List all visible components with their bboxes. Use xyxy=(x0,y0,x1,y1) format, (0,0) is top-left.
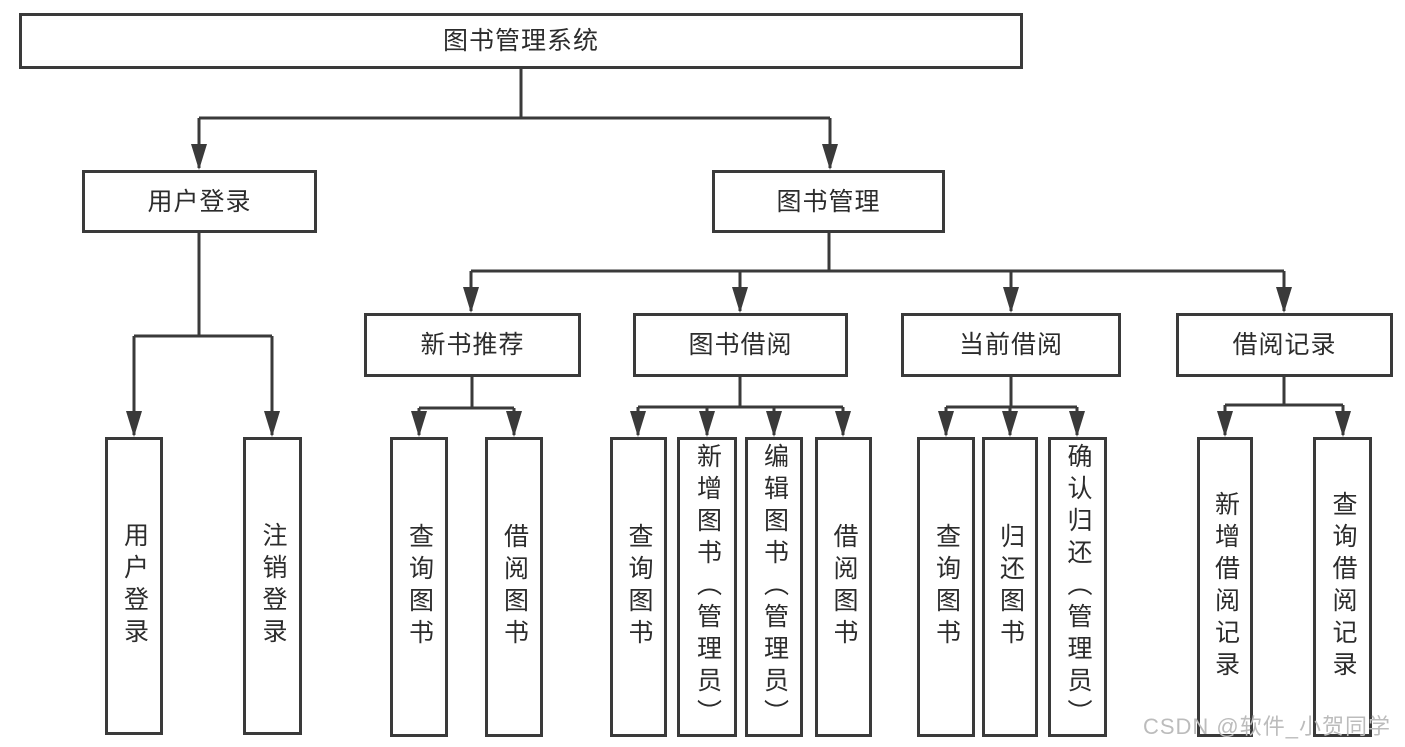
node-cb-return-book-label: 归还图书 xyxy=(996,523,1025,651)
node-book-borrow: 图书借阅 xyxy=(633,313,848,377)
node-bb-add-book-label: 新增图书（管理员） xyxy=(693,443,722,731)
node-br-add-record: 新增借阅记录 xyxy=(1197,437,1253,737)
watermark: CSDN @软件_小贺同学 xyxy=(1142,714,1391,739)
node-rec-query-book-label: 查询图书 xyxy=(405,523,434,651)
node-book-mgmt: 图书管理 xyxy=(712,170,945,233)
node-leaf-logout-label: 注销登录 xyxy=(259,522,287,650)
arrowheads-level2 xyxy=(191,144,838,170)
connector-root-to-level2 xyxy=(197,69,832,168)
node-bb-borrow-book: 借阅图书 xyxy=(815,437,872,737)
node-bb-edit-book: 编辑图书（管理员） xyxy=(745,437,803,737)
connector-book-mgmt-to-level3 xyxy=(469,233,1286,311)
node-br-add-record-label: 新增借阅记录 xyxy=(1211,491,1240,683)
connector-borrow-record-children xyxy=(1223,377,1345,435)
connector-new-book-children xyxy=(417,377,516,435)
node-bb-query-book: 查询图书 xyxy=(610,437,667,737)
node-rec-query-book: 查询图书 xyxy=(390,437,448,737)
node-current-borrow-label: 当前借阅 xyxy=(958,331,1063,359)
node-bb-edit-book-label: 编辑图书（管理员） xyxy=(760,443,789,731)
arrowheads-current-borrow-children xyxy=(938,411,1085,437)
node-cb-query-book-label: 查询图书 xyxy=(932,523,961,651)
node-rec-borrow-book: 借阅图书 xyxy=(485,437,543,737)
node-new-book-rec: 新书推荐 xyxy=(364,313,581,377)
node-root-label: 图书管理系统 xyxy=(442,27,599,55)
node-leaf-logout: 注销登录 xyxy=(243,437,302,735)
node-leaf-user-login-label: 用户登录 xyxy=(120,522,149,650)
node-book-mgmt-label: 图书管理 xyxy=(776,187,881,216)
node-bb-borrow-book-label: 借阅图书 xyxy=(830,523,858,651)
node-book-borrow-label: 图书借阅 xyxy=(688,331,793,359)
node-bb-query-book-label: 查询图书 xyxy=(625,523,653,651)
arrowheads-user-login-children xyxy=(126,411,280,437)
node-user-login-label: 用户登录 xyxy=(147,187,252,216)
arrowheads-book-borrow-children xyxy=(630,411,851,437)
node-br-query-record-label: 查询借阅记录 xyxy=(1329,491,1357,683)
node-rec-borrow-book-label: 借阅图书 xyxy=(500,523,529,651)
arrowheads-level3 xyxy=(463,287,1292,313)
node-user-login: 用户登录 xyxy=(82,170,317,233)
node-cb-query-book: 查询图书 xyxy=(917,437,975,737)
node-root: 图书管理系统 xyxy=(19,13,1023,69)
node-current-borrow: 当前借阅 xyxy=(901,313,1121,377)
arrowheads-new-book-children xyxy=(411,411,522,437)
node-borrow-record-label: 借阅记录 xyxy=(1232,331,1337,359)
node-borrow-record: 借阅记录 xyxy=(1176,313,1393,377)
node-br-query-record: 查询借阅记录 xyxy=(1313,437,1372,737)
connector-book-borrow-children xyxy=(636,377,845,435)
node-cb-confirm-return: 确认归还（管理员） xyxy=(1048,437,1107,737)
node-cb-confirm-return-label: 确认归还（管理员） xyxy=(1064,443,1092,731)
connector-user-login-children xyxy=(132,233,274,435)
node-bb-add-book: 新增图书（管理员） xyxy=(677,437,737,737)
node-leaf-user-login: 用户登录 xyxy=(105,437,163,735)
node-new-book-rec-label: 新书推荐 xyxy=(420,331,525,359)
node-cb-return-book: 归还图书 xyxy=(982,437,1038,737)
arrowheads-borrow-record-children xyxy=(1217,411,1351,437)
